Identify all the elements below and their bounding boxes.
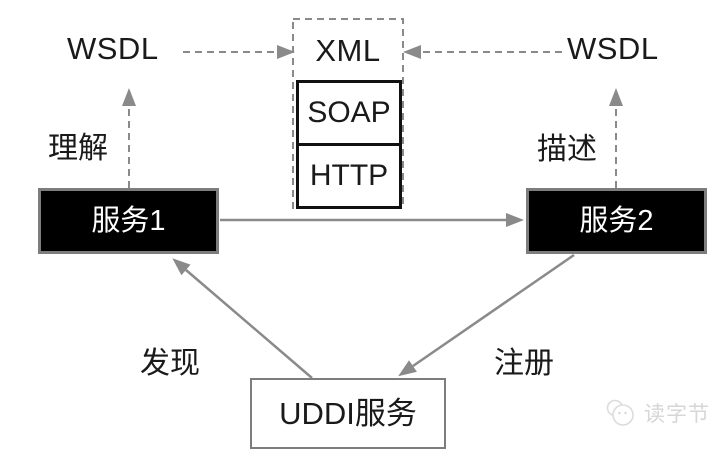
node-xml: XML xyxy=(315,33,381,68)
edge-label-discover: 发现 xyxy=(140,347,200,380)
arrow-service2-to-uddi-register xyxy=(398,253,575,377)
edge-label-understand: 理解 xyxy=(48,132,108,165)
node-uddi: UDDI服务 xyxy=(250,378,446,449)
protocol-stack: SOAP HTTP xyxy=(296,80,402,209)
watermark: 读字节 xyxy=(602,397,710,429)
edge-label-register: 注册 xyxy=(494,347,554,380)
node-wsdl-left: WSDL xyxy=(67,31,159,66)
node-http: HTTP xyxy=(299,143,399,206)
node-soap: SOAP xyxy=(307,96,391,129)
node-service2: 服务2 xyxy=(526,188,707,254)
node-service1: 服务1 xyxy=(38,188,219,254)
watermark-mascot-icon xyxy=(606,399,634,426)
watermark-text: 读字节 xyxy=(644,403,710,426)
node-wsdl-right: WSDL xyxy=(567,31,659,66)
arrow-uddi-to-service1-discover xyxy=(172,258,313,379)
edge-label-describe: 描述 xyxy=(537,133,597,166)
